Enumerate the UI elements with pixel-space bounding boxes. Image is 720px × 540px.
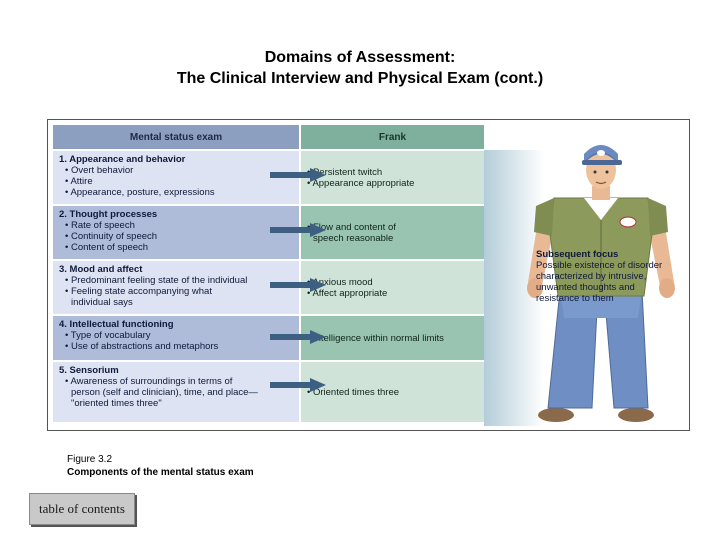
subsequent-focus-line: resistance to them [536, 293, 614, 304]
arrow-right-icon [270, 278, 326, 292]
exam-row-mood: 3. Mood and affect • Predominant feeling… [53, 259, 299, 314]
frank-header: Frank [301, 125, 484, 149]
subsequent-focus-line: unwanted thoughts and [536, 282, 635, 293]
exam-bullet: • Rate of speech [65, 220, 135, 231]
figure-caption-text: Components of the mental status exam [67, 467, 254, 478]
frank-column: Frank • Persistent twitch • Appearance a… [301, 125, 484, 422]
exam-bullet: "oriented times three" [71, 398, 162, 409]
exam-bullet: • Appearance, posture, expressions [65, 187, 215, 198]
exam-row-title: 4. Intellectual functioning [59, 319, 174, 330]
finding-text: • Appearance appropriate [307, 177, 415, 189]
exam-bullet: • Attire [65, 176, 93, 187]
exam-bullet: • Feeling state accompanying what [65, 286, 212, 297]
exam-bullet: • Content of speech [65, 242, 149, 253]
finding-row-intellect: • Intelligence within normal limits [301, 314, 484, 360]
subsequent-focus: Subsequent focus Possible existence of d… [536, 249, 686, 304]
exam-row-title: 1. Appearance and behavior [59, 154, 186, 165]
exam-bullet: • Continuity of speech [65, 231, 158, 242]
arrow-right-icon [270, 223, 326, 237]
exam-row-appearance: 1. Appearance and behavior • Overt behav… [53, 149, 299, 204]
exam-row-title: 2. Thought processes [59, 209, 158, 220]
patient-illustration [527, 145, 675, 422]
exam-row-intellect: 4. Intellectual functioning • Type of vo… [53, 314, 299, 360]
exam-row-thought: 2. Thought processes • Rate of speech • … [53, 204, 299, 259]
finding-text: • Anxious mood [307, 276, 373, 288]
finding-text: • Intelligence within normal limits [307, 332, 444, 344]
exam-bullet: • Awareness of surroundings in terms of [65, 376, 233, 387]
table-of-contents-button[interactable]: table of contents [29, 493, 135, 525]
exam-bullet: • Type of vocabulary [65, 330, 151, 341]
subsequent-focus-line: Possible existence of disorder [536, 260, 663, 271]
exam-row-title: 3. Mood and affect [59, 264, 143, 275]
arrow-right-icon [270, 330, 326, 344]
finding-row-thought: • Flow and content of speech reasonable [301, 204, 484, 259]
figure-number: Figure 3.2 [67, 454, 113, 465]
subsequent-focus-title: Subsequent focus [536, 249, 619, 260]
slide-title: Domains of Assessment: The Clinical Inte… [0, 47, 720, 89]
arrow-right-icon [270, 168, 326, 182]
finding-text: • Flow and content of [307, 221, 396, 233]
exam-bullet: person (self and clinician), time, and p… [71, 387, 258, 398]
mental-status-header: Mental status exam [53, 125, 299, 149]
slide-title-line-1: Domains of Assessment: [264, 49, 456, 66]
exam-row-sensorium: 5. Sensorium • Awareness of surroundings… [53, 360, 299, 422]
exam-bullet: • Predominant feeling state of the indiv… [65, 275, 248, 286]
finding-text: • Oriented times three [307, 386, 400, 398]
slide-title-line-2: The Clinical Interview and Physical Exam… [176, 70, 544, 87]
subsequent-focus-line: characterized by intrusive, [536, 271, 647, 282]
finding-text: • Persistent twitch [307, 166, 383, 178]
finding-text: speech reasonable [313, 232, 394, 244]
finding-row-mood: • Anxious mood • Affect appropriate [301, 259, 484, 314]
finding-text: • Affect appropriate [307, 287, 388, 299]
arrow-right-icon [270, 378, 326, 392]
exam-bullet: • Use of abstractions and metaphors [65, 341, 219, 352]
mental-status-figure: Mental status exam 1. Appearance and beh… [47, 119, 690, 431]
figure-caption: Figure 3.2 Components of the mental stat… [67, 453, 254, 479]
finding-row-sensorium: • Oriented times three [301, 360, 484, 422]
exam-bullet: individual says [71, 297, 133, 308]
mental-status-column: Mental status exam 1. Appearance and beh… [53, 125, 299, 422]
exam-bullet: • Overt behavior [65, 165, 134, 176]
finding-row-appearance: • Persistent twitch • Appearance appropr… [301, 149, 484, 204]
exam-row-title: 5. Sensorium [59, 365, 119, 376]
